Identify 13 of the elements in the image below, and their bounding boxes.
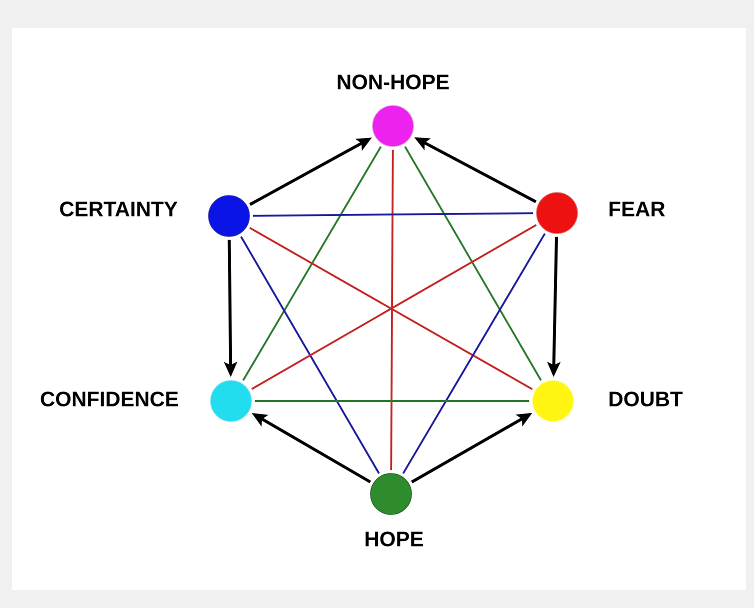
node-label: HOPE [366, 532, 423, 546]
node-label: DOUBT [610, 392, 683, 406]
connector-line [254, 400, 530, 402]
connector-line [252, 212, 534, 217]
node-label: FEAR [610, 202, 665, 216]
connector-line [402, 233, 546, 474]
connector-line [240, 236, 380, 474]
node-label: CERTAINTY [60, 202, 178, 216]
connector-line [242, 146, 382, 381]
connector-line [404, 146, 542, 381]
connector-line [390, 150, 394, 470]
node-label: CONFIDENCE [40, 392, 178, 406]
node-label: NON-HOPE [338, 74, 449, 90]
